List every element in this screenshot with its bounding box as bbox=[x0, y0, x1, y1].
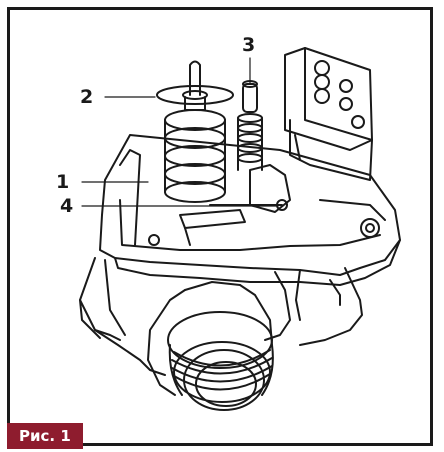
threaded-inlet bbox=[147, 281, 274, 411]
main-spring bbox=[156, 60, 234, 203]
small-spring bbox=[237, 80, 263, 171]
callout-2: 2 bbox=[80, 86, 94, 108]
figure-label: Рис. 1 bbox=[7, 423, 83, 449]
callout-4: 4 bbox=[60, 195, 74, 217]
base-plate bbox=[99, 134, 401, 286]
contact-lever bbox=[209, 164, 291, 213]
callout-3: 3 bbox=[242, 34, 256, 56]
terminal-block bbox=[284, 47, 373, 181]
leader-lines bbox=[81, 57, 279, 207]
pressure-switch-drawing bbox=[79, 47, 401, 411]
housing-body bbox=[79, 257, 363, 376]
callout-1: 1 bbox=[56, 171, 70, 193]
